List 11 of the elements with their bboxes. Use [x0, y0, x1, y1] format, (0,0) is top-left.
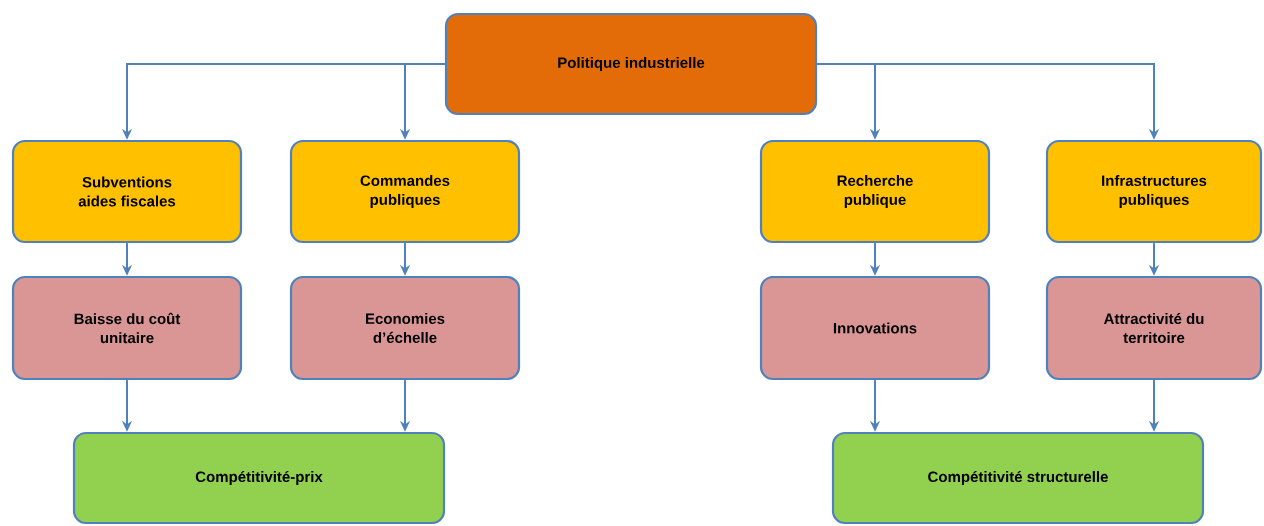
measure-box: Recherche publique	[759, 139, 991, 244]
title-box: Politique industrielle	[444, 12, 818, 116]
result-box: Compétitivité structurelle	[831, 431, 1205, 525]
effect-box: Baisse du coût unitaire	[11, 275, 243, 381]
effect-box: Economies d’échelle	[289, 275, 521, 381]
measure-box: Infrastructures publiques	[1045, 139, 1263, 244]
effect-box: Innovations	[759, 275, 991, 381]
effect-box: Attractivité du territoire	[1045, 275, 1263, 381]
measure-box: Commandes publiques	[289, 139, 521, 244]
result-box: Compétitivité-prix	[72, 431, 446, 525]
measure-box: Subventions aides fiscales	[11, 139, 243, 244]
